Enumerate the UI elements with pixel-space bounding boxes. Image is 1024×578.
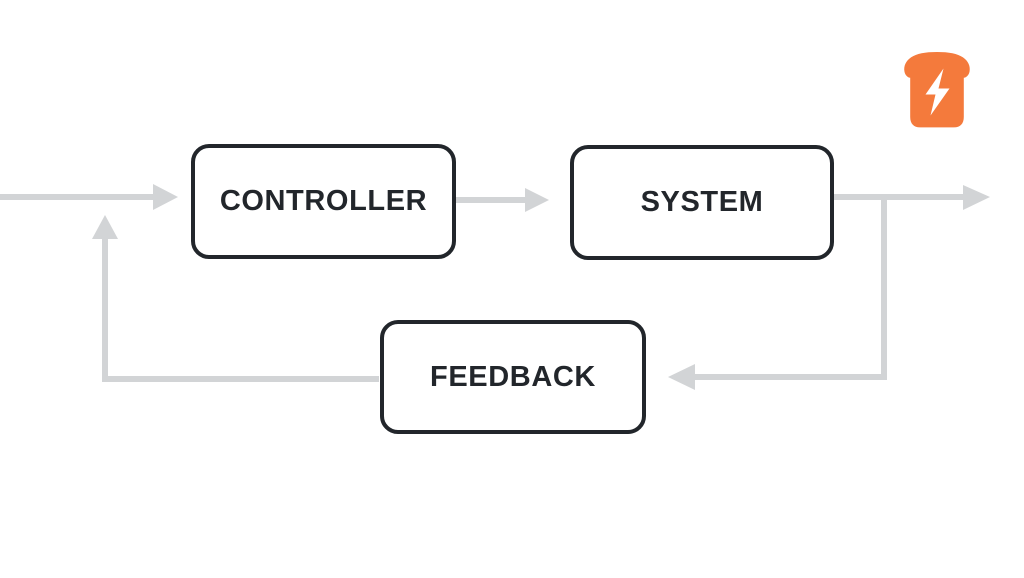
connector-system-to-feedback [668, 197, 887, 390]
connector-system-to-output [834, 185, 990, 210]
system-feedback-path [692, 197, 887, 380]
node-feedback-label: FEEDBACK [430, 360, 596, 393]
connector-input-arrow [0, 184, 178, 210]
feedback-controller-path [102, 236, 379, 382]
connector-feedback-to-controller [92, 215, 379, 382]
node-controller-label: CONTROLLER [219, 185, 428, 217]
input-arrowhead-icon [153, 184, 178, 210]
toast-lightning-logo [903, 51, 971, 129]
lightning-bolt-icon [925, 68, 950, 116]
connector-controller-to-system [456, 188, 549, 212]
output-arrowhead-icon [963, 185, 990, 210]
node-system[interactable]: SYSTEM [570, 145, 834, 260]
feedback-in-arrowhead-icon [668, 364, 695, 390]
node-feedback[interactable]: FEEDBACK [380, 320, 646, 434]
node-system-label: SYSTEM [640, 186, 764, 218]
feedback-up-arrowhead-icon [92, 215, 118, 239]
node-controller[interactable]: CONTROLLER [191, 144, 456, 259]
controller-system-arrowhead-icon [525, 188, 549, 212]
